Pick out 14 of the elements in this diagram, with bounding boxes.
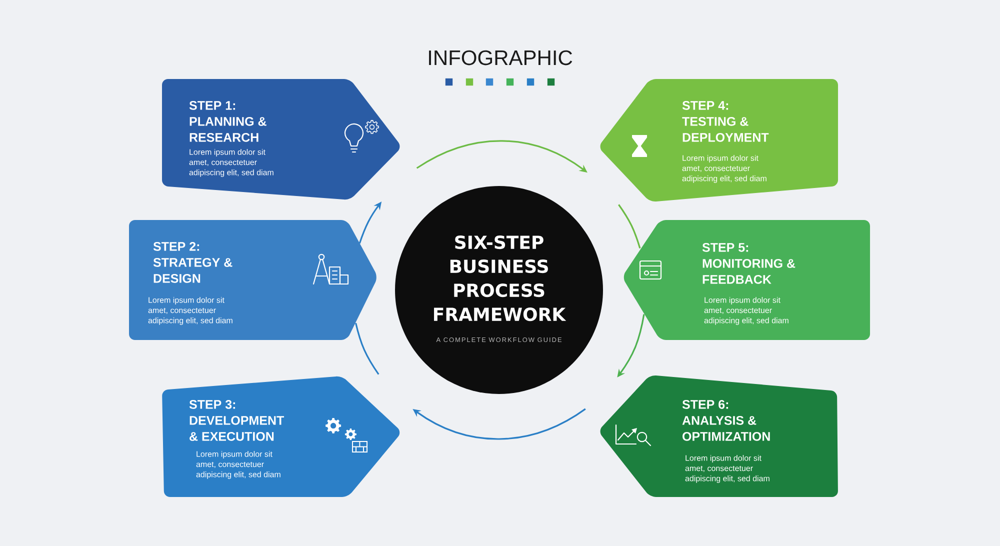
step-title: STEP 3: DEVELOPMENT & EXECUTION	[189, 400, 284, 441]
step-description: Lorem ipsum dolor sit amet, consectetuer adipiscing elit, sed diam	[685, 455, 770, 483]
step-title: STEP 5: MONITORING & FEEDBACK	[702, 243, 796, 284]
step-title: STEP 1: PLANNING & RESEARCH	[189, 101, 266, 142]
step-description: Lorem ipsum dolor sit amet, consectetuer adipiscing elit, sed diam	[196, 451, 280, 479]
step-description: Lorem ipsum dolor sit amet, consectetuer adipiscing elit, sed diam	[148, 297, 232, 325]
step-description: Lorem ipsum dolor sit amet, consectetuer adipiscing elit, sed diam	[189, 149, 274, 177]
circle-heading: SIX-STEP BUSINESS PROCESS FRAMEWORK	[434, 236, 566, 322]
step-title: STEP 4: TESTING & DEPLOYMENT	[682, 101, 769, 142]
title: INFOGRAPHIC	[429, 50, 572, 66]
step-description: Lorem ipsum dolor sit amet, consectetuer adipiscing elit, sed diam	[704, 297, 788, 325]
step-description: Lorem ipsum dolor sit amet, consectetuer adipiscing elit, sed diam	[682, 155, 766, 183]
step-title: STEP 6: ANALYSIS & OPTIMIZATION	[682, 400, 770, 441]
step-title: STEP 2: STRATEGY & DESIGN	[153, 242, 232, 283]
